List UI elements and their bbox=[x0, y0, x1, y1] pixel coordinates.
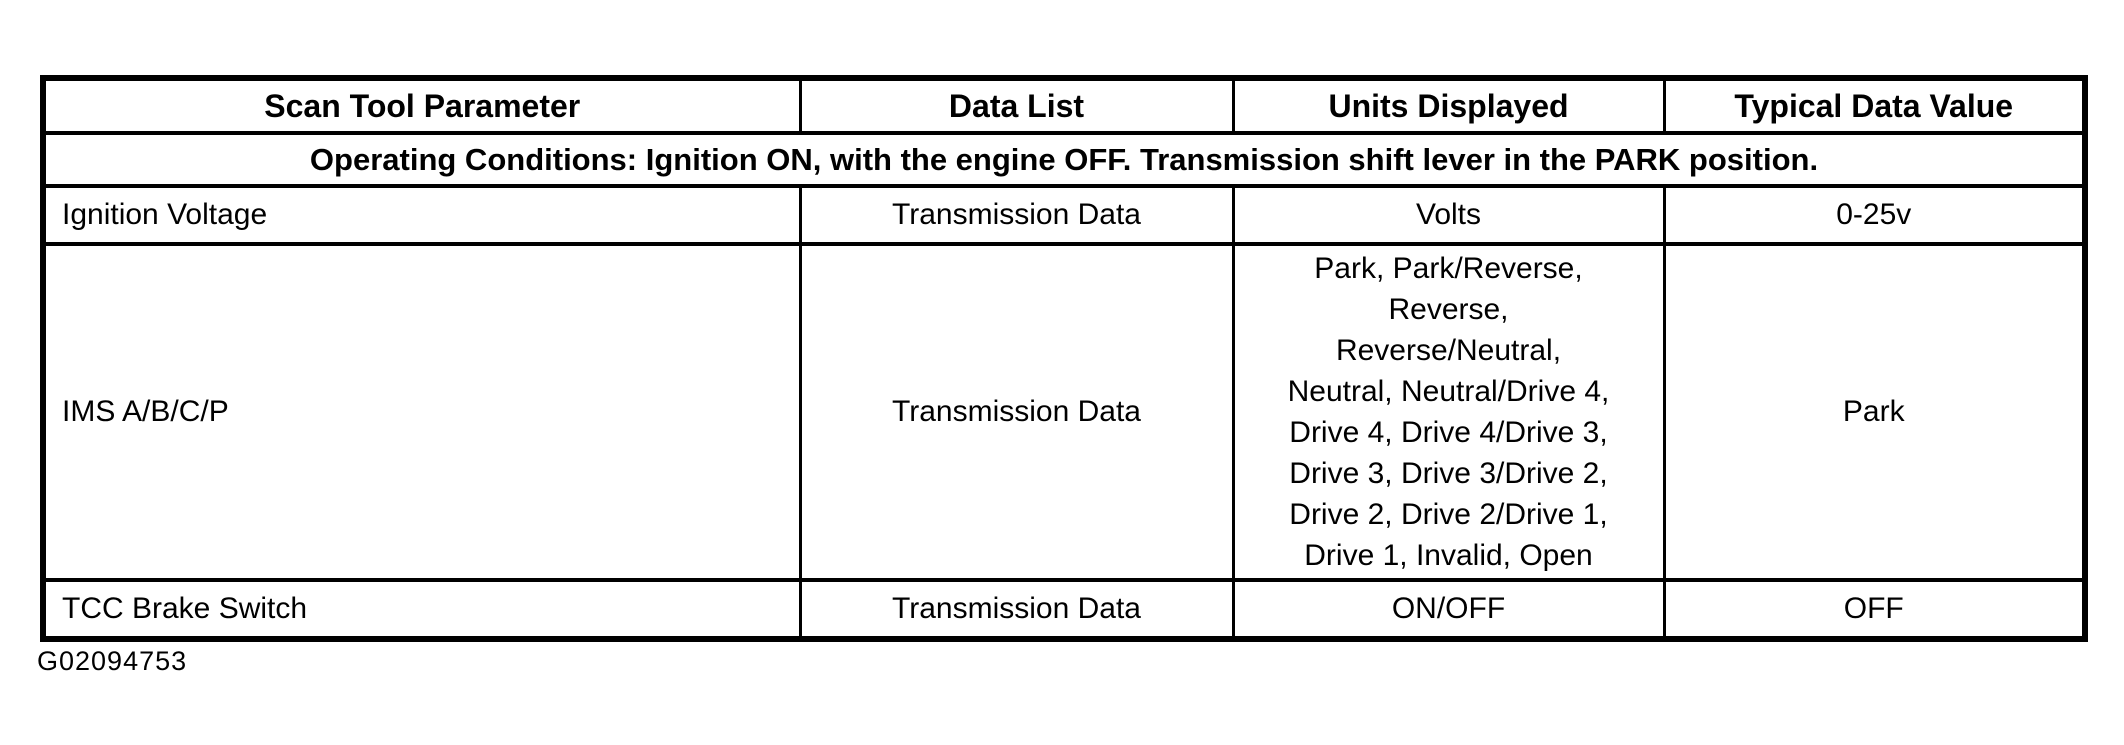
units-displayed-cell: ON/OFF bbox=[1231, 578, 1666, 641]
data-list-cell: Transmission Data bbox=[798, 578, 1235, 641]
column-header-data-list: Data List bbox=[798, 76, 1235, 135]
column-header-scan-tool-parameter: Scan Tool Parameter bbox=[41, 76, 802, 135]
figure-id: G02094753 bbox=[37, 646, 188, 676]
units-displayed-cell: Park, Park/Reverse, Reverse, Reverse/Neu… bbox=[1231, 242, 1666, 582]
scan-tool-parameter-table: Scan Tool Parameter Data List Units Disp… bbox=[40, 75, 2088, 642]
data-list-cell: Transmission Data bbox=[798, 184, 1235, 246]
table-row-ims-abcp: IMS A/B/C/P Transmission Data Park, Park… bbox=[41, 242, 2087, 582]
column-header-units-displayed: Units Displayed bbox=[1231, 76, 1666, 135]
data-list-cell: Transmission Data bbox=[798, 242, 1235, 582]
parameter-cell: TCC Brake Switch bbox=[41, 578, 802, 641]
table-row-tcc-brake-switch: TCC Brake Switch Transmission Data ON/OF… bbox=[41, 578, 2087, 641]
units-displayed-cell: Volts bbox=[1231, 184, 1666, 246]
parameter-cell: Ignition Voltage bbox=[41, 184, 802, 246]
column-header-typical-data-value: Typical Data Value bbox=[1662, 76, 2087, 135]
typical-data-value-cell: Park bbox=[1662, 242, 2087, 582]
operating-conditions-text: Operating Conditions: Ignition ON, with … bbox=[41, 131, 2087, 188]
table-header-row: Scan Tool Parameter Data List Units Disp… bbox=[41, 76, 2087, 135]
operating-conditions-row: Operating Conditions: Ignition ON, with … bbox=[41, 131, 2087, 188]
typical-data-value-cell: OFF bbox=[1662, 578, 2087, 641]
table-row-ignition-voltage: Ignition Voltage Transmission Data Volts… bbox=[41, 184, 2087, 246]
parameter-cell: IMS A/B/C/P bbox=[41, 242, 802, 582]
typical-data-value-cell: 0-25v bbox=[1662, 184, 2087, 246]
